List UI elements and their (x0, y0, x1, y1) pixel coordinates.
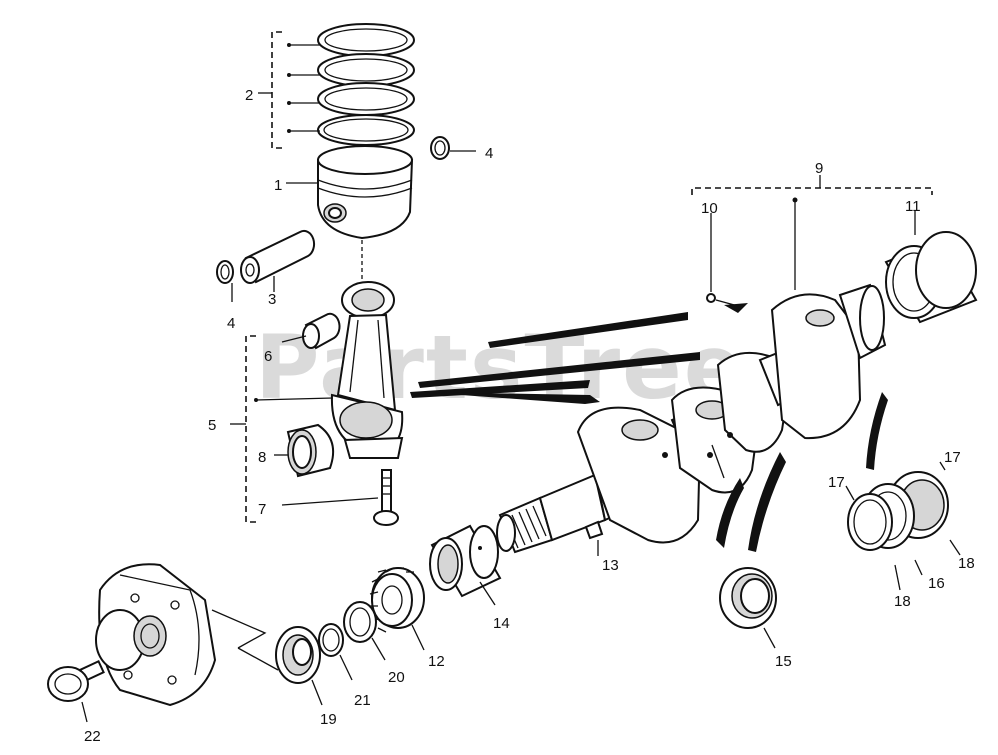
callout-2: 2 (245, 87, 253, 104)
callout-18-lower: 18 (894, 593, 911, 610)
callout-7: 7 (258, 501, 266, 518)
callout-18-right: 18 (958, 555, 975, 572)
main-bearing-rear (429, 524, 502, 606)
callout-22: 22 (84, 728, 101, 745)
callout-4-lower: 4 (227, 315, 235, 332)
crank-gear (369, 567, 425, 651)
callout-17-right: 17 (944, 449, 961, 466)
bracket-2 (258, 31, 320, 149)
callout-19: 19 (320, 711, 337, 728)
thrust-bearing-set (845, 461, 961, 591)
callout-labels: 1 2 3 4 4 5 6 7 8 9 10 11 12 13 14 15 16… (84, 87, 975, 745)
small-end-bushing (281, 312, 341, 350)
rod-bearing (274, 423, 334, 478)
main-bearing-center (719, 567, 777, 649)
callout-13: 13 (602, 557, 619, 574)
callout-20: 20 (388, 669, 405, 686)
washer-20 (343, 601, 386, 661)
callout-21: 21 (354, 692, 371, 709)
callout-6: 6 (264, 348, 272, 365)
hub-bolt (47, 660, 105, 723)
circlip-lower (216, 260, 234, 302)
piston (317, 145, 414, 240)
callout-5: 5 (208, 417, 216, 434)
callout-17-left: 17 (828, 474, 845, 491)
callout-16: 16 (928, 575, 945, 592)
circlip-upper (430, 136, 476, 160)
crankshaft (496, 283, 887, 554)
callout-4-upper: 4 (485, 145, 493, 162)
callout-1: 1 (274, 177, 282, 194)
plug-10 (706, 213, 748, 313)
callout-9: 9 (815, 160, 823, 177)
flow-arrows (410, 312, 888, 552)
connecting-rod (330, 281, 404, 459)
oil-seal-19 (275, 626, 323, 706)
callout-15: 15 (775, 653, 792, 670)
bracket-9 (691, 175, 933, 290)
bracket-5 (230, 335, 334, 523)
callout-11: 11 (905, 198, 921, 215)
coupling-hub (95, 563, 279, 707)
main-bearing-front (884, 210, 978, 324)
woodruff-key (584, 520, 604, 556)
callout-3: 3 (268, 291, 276, 308)
callout-8: 8 (258, 449, 266, 466)
piston-pin (240, 229, 316, 292)
piston-rings (317, 23, 415, 146)
ring-21 (318, 623, 353, 681)
rod-bolt (281, 469, 399, 526)
callout-14: 14 (493, 615, 510, 632)
callout-10: 10 (701, 200, 718, 217)
callout-12: 12 (428, 653, 445, 670)
